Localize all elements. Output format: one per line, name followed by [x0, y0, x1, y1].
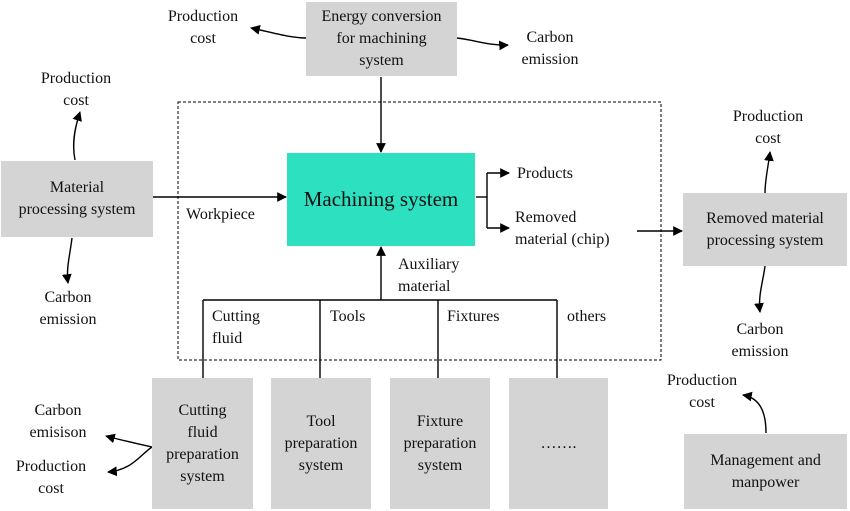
box-line: Tool	[306, 412, 336, 430]
arrow-removed-carbon	[754, 265, 766, 313]
box-line: fluid	[187, 423, 218, 441]
energy-conversion-box: Energy conversion for machining system	[306, 2, 457, 76]
cutting-fluid-box: Cutting fluid preparation system	[152, 378, 253, 509]
box-line: preparation	[403, 434, 477, 452]
arrow-cutting-carbon	[105, 433, 153, 448]
material-processing-box: Material processing system	[1, 161, 153, 237]
arrow-management-cost	[742, 391, 767, 434]
tool-preparation-box: Tool preparation system	[271, 378, 371, 509]
box-line: Material	[49, 179, 105, 196]
arrow-material-cost	[72, 111, 82, 161]
box-line: system	[359, 52, 404, 69]
box-line: Management and	[710, 451, 821, 469]
core-label: Machining system	[303, 187, 459, 211]
box-line: …….	[540, 434, 577, 452]
arrow-energy-cost	[250, 25, 307, 39]
arrow-energy-carbon	[456, 37, 509, 51]
box-line: processing system	[706, 231, 824, 249]
box-line: manpower	[731, 473, 800, 491]
box-line: system	[180, 467, 225, 485]
box-line: Removed material	[706, 209, 824, 227]
box-line: preparation	[166, 445, 239, 463]
products-label: Products	[517, 165, 573, 182]
box-line: processing system	[18, 201, 136, 218]
box-line: Cutting	[178, 401, 227, 419]
fixtures-bus-label: Fixtures	[447, 308, 500, 325]
machining-system-box: Machining system	[287, 153, 475, 246]
removed-material-processing-box: Removed material processing system	[683, 193, 847, 266]
box-line: for machining	[336, 30, 427, 47]
management-box: Management and manpower	[684, 434, 847, 509]
arrow-removed-cost	[764, 151, 774, 194]
others-bus-label: others	[567, 308, 607, 325]
workpiece-label: Workpiece	[186, 206, 255, 223]
arrow-cutting-cost	[107, 446, 153, 477]
box-line: Fixture	[416, 412, 464, 430]
box-line: system	[417, 456, 463, 474]
arrow-material-carbon	[61, 237, 73, 284]
box-line: Energy conversion	[321, 8, 442, 25]
others-box: …….	[509, 378, 608, 509]
box-line: preparation	[284, 434, 358, 452]
tools-bus-label: Tools	[330, 308, 366, 325]
box-line: system	[298, 456, 344, 474]
fixture-preparation-box: Fixture preparation system	[390, 378, 490, 509]
